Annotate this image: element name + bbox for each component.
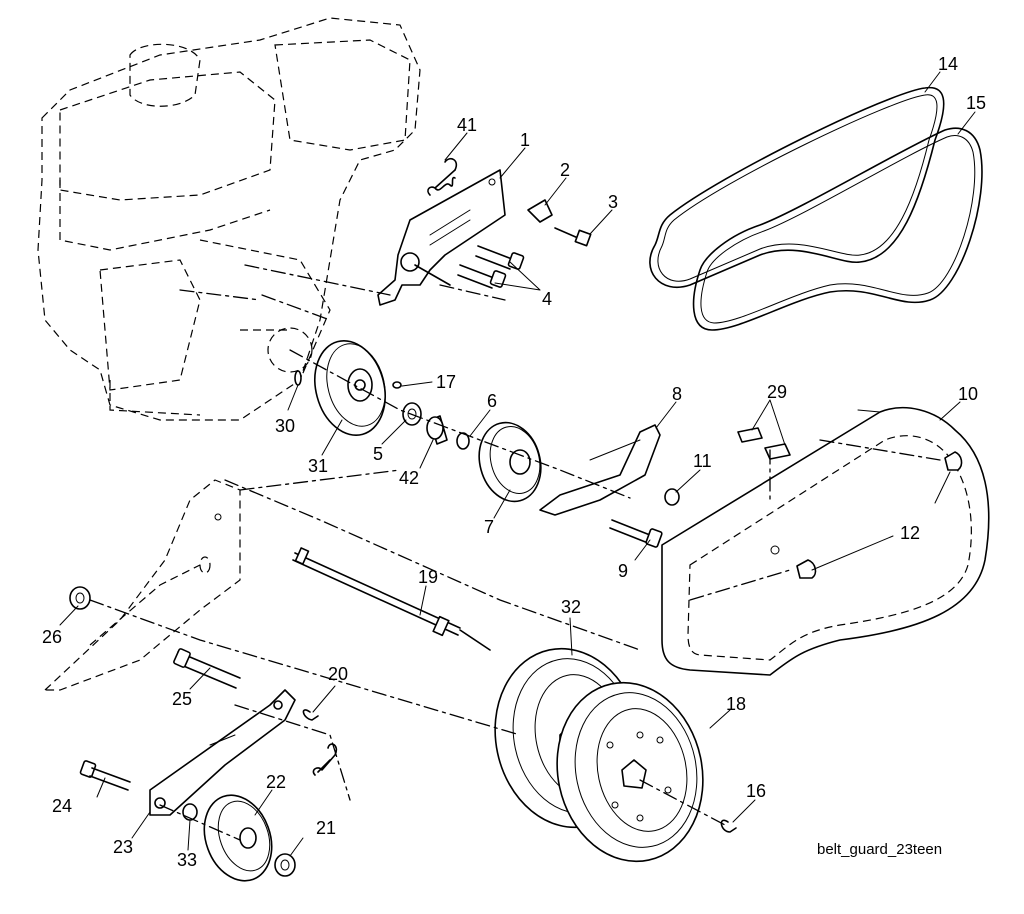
figure-caption: belt_guard_23teen xyxy=(817,841,942,858)
washer-11 xyxy=(664,488,680,506)
nut-26 xyxy=(69,586,91,610)
callout-30: 30 xyxy=(275,416,295,436)
callout-18: 18 xyxy=(726,694,746,714)
pulley-31 xyxy=(314,340,386,436)
spring-41 xyxy=(427,158,458,196)
callout-17: 17 xyxy=(436,372,456,392)
callout-1: 1 xyxy=(520,130,530,150)
idler-bracket-1 xyxy=(377,169,506,306)
clip-16 xyxy=(720,819,737,833)
callout-20: 20 xyxy=(328,664,348,684)
bracket-8 xyxy=(539,424,661,516)
callout-12: 12 xyxy=(900,523,920,543)
tab-29a xyxy=(737,427,763,443)
spring-arm xyxy=(312,743,338,776)
leader-lines xyxy=(59,71,976,857)
callout-21: 21 xyxy=(316,818,336,838)
callout-8: 8 xyxy=(672,384,682,404)
stud-25 xyxy=(173,648,241,689)
clip-20 xyxy=(302,709,319,721)
key-17 xyxy=(392,381,402,389)
callout-41: 41 xyxy=(457,115,477,135)
callout-31: 31 xyxy=(308,456,328,476)
center-lines xyxy=(89,264,941,841)
callout-29: 29 xyxy=(767,382,787,402)
belt-14 xyxy=(649,86,945,288)
callout-3: 3 xyxy=(608,192,618,212)
callout-42: 42 xyxy=(399,468,419,488)
callout-9: 9 xyxy=(618,561,628,581)
key-30 xyxy=(294,370,302,386)
callout-4: 4 xyxy=(542,289,552,309)
engine-outline xyxy=(37,17,421,421)
callout-24: 24 xyxy=(52,796,72,816)
callout-19: 19 xyxy=(418,567,438,587)
pulley-22 xyxy=(203,794,273,882)
callout-33: 33 xyxy=(177,850,197,870)
large-pulley-18 xyxy=(556,681,704,863)
callout-22: 22 xyxy=(266,772,286,792)
callout-14: 14 xyxy=(938,54,958,74)
callout-10: 10 xyxy=(958,384,978,404)
callout-16: 16 xyxy=(746,781,766,801)
callout-26: 26 xyxy=(42,627,62,647)
tiller-frame-outline xyxy=(43,479,241,691)
idler-arm-23 xyxy=(149,689,296,816)
callout-15: 15 xyxy=(966,93,986,113)
bolt-9 xyxy=(609,519,663,548)
pulley-7 xyxy=(478,421,542,503)
clip-2 xyxy=(527,199,553,223)
spacer-42 xyxy=(426,415,448,445)
nut-21 xyxy=(274,853,296,877)
callout-6: 6 xyxy=(487,391,497,411)
belt-guard-10 xyxy=(661,406,990,676)
bolts-4 xyxy=(457,245,525,289)
tab-29b xyxy=(764,443,791,460)
shaft-19 xyxy=(292,547,491,651)
callout-7: 7 xyxy=(484,517,494,537)
callout-11: 11 xyxy=(693,451,712,471)
callout-5: 5 xyxy=(373,444,383,464)
callout-23: 23 xyxy=(113,837,133,857)
callout-32: 32 xyxy=(561,597,581,617)
callout-labels: 1 2 3 4 5 6 7 8 9 10 11 12 14 15 16 17 1… xyxy=(42,54,986,870)
belt-15 xyxy=(692,127,983,331)
callout-25: 25 xyxy=(172,689,192,709)
bolt-24 xyxy=(79,760,131,791)
acorn-nuts-12 xyxy=(770,451,963,579)
bolt-3 xyxy=(554,227,592,247)
callout-2: 2 xyxy=(560,160,570,180)
